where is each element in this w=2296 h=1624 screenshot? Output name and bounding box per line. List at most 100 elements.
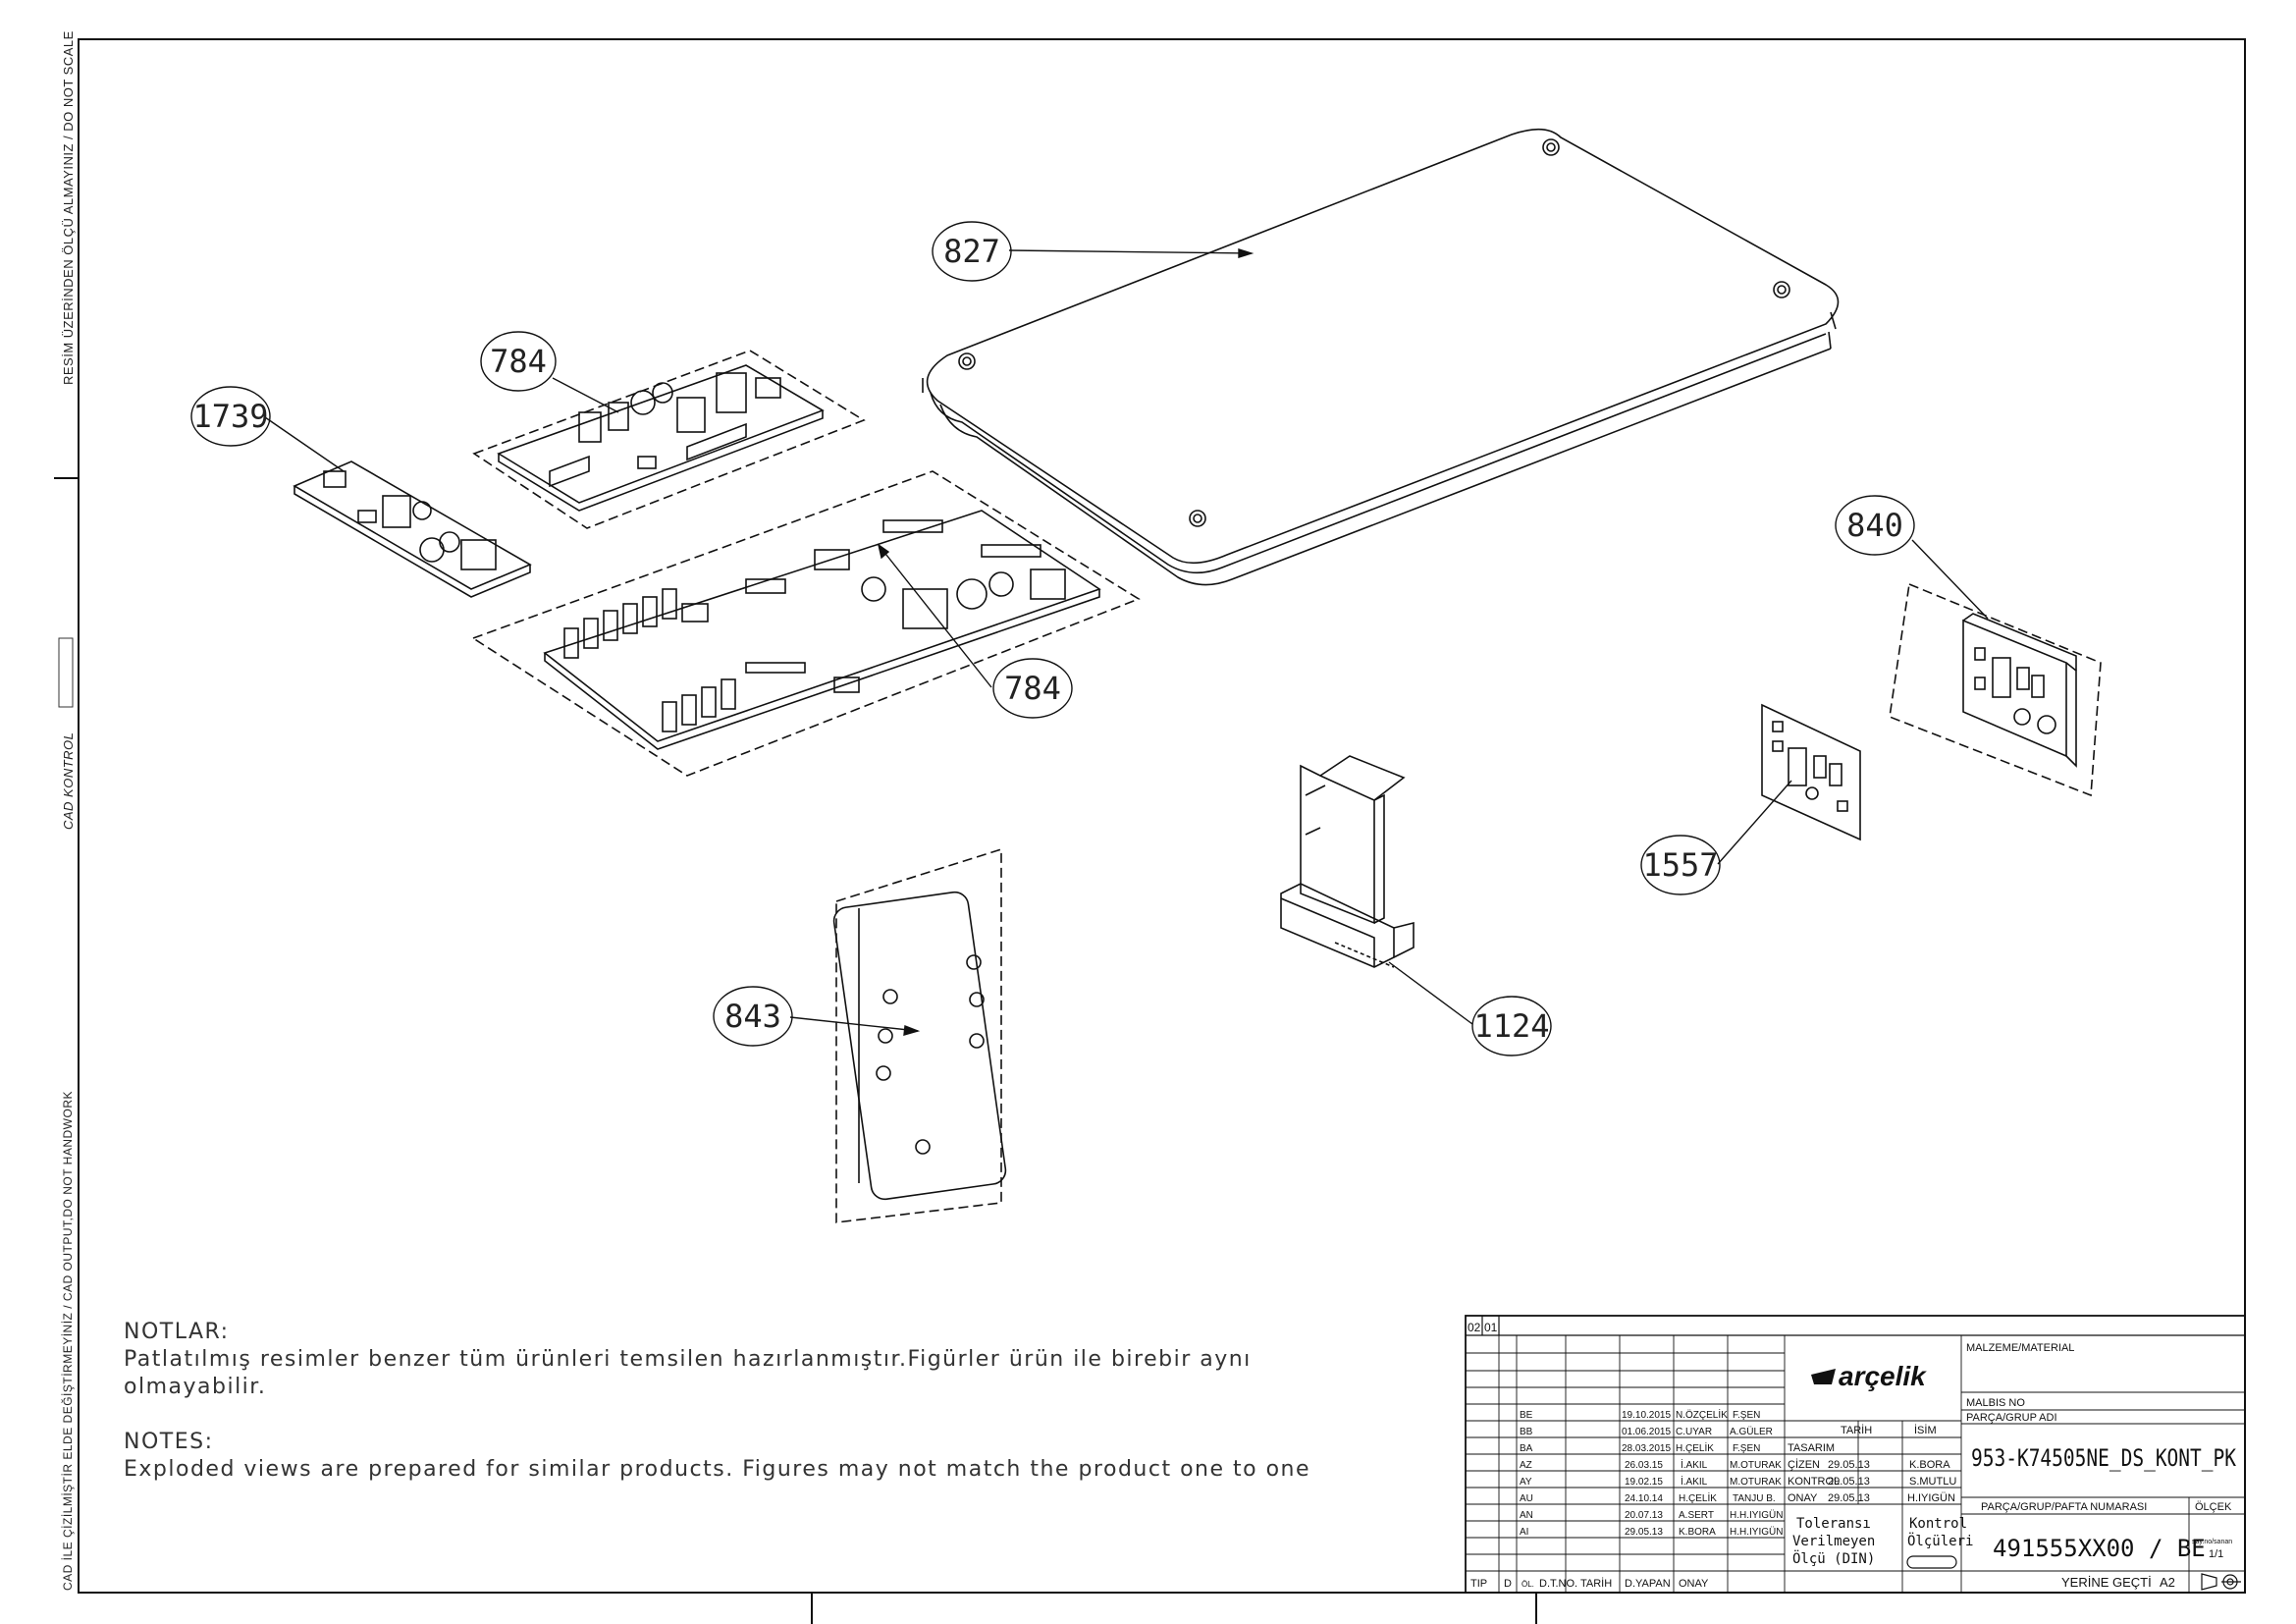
side-note-do-not-scale: RESİM ÜZERİNDEN ÖLÇÜ ALMAYINIZ / DO NOT … (61, 30, 76, 385)
projection-symbol-icon (2201, 1573, 2241, 1591)
rev-approver: H.H.IYIGÜN (1730, 1526, 1783, 1538)
sheet-size: A2 (2160, 1575, 2175, 1590)
rev-by: H.ÇELİK (1676, 1441, 1714, 1454)
footer-label: D.YAPAN (1625, 1578, 1671, 1590)
scale-label: ÖLÇEK (2195, 1501, 2232, 1513)
rev-by: C.UYAR (1676, 1427, 1712, 1437)
tolerance-line: Ölçü (DIN) (1792, 1549, 1875, 1567)
sign-name: S.MUTLU (1909, 1476, 1956, 1488)
footer-label: TIP (1470, 1578, 1487, 1590)
side-note-cad-kontrol: CAD KONTROL (61, 731, 76, 830)
rev-approver: A.GÜLER (1730, 1426, 1773, 1437)
notes-line-en-1: Exploded views are prepared for similar … (124, 1457, 1311, 1482)
sign-name: H.IYIGÜN (1907, 1492, 1955, 1504)
rev-date: 20.07.13 (1625, 1510, 1663, 1521)
footer-label: D (1504, 1578, 1512, 1590)
sign-header-isim: İSİM (1914, 1424, 1937, 1436)
rev-date: 24.10.14 (1625, 1493, 1663, 1504)
rev-code: BA (1520, 1443, 1533, 1454)
part-843-plate (832, 847, 1007, 1223)
side-note-cad-output: CAD İLE ÇİZİLMİŞTİR ELDE DEĞİŞTİRMEYİNİZ… (61, 1091, 75, 1591)
sign-date: 29.05.13 (1828, 1476, 1870, 1488)
footer-label: ÖL. (1522, 1580, 1534, 1589)
tolerance-line: Toleransı (1796, 1516, 1871, 1532)
callout-1124: 1124 (1473, 1007, 1549, 1045)
callout-bubbles (190, 221, 1915, 1056)
callout-1557: 1557 (1642, 846, 1718, 884)
control-line: Kontrol (1909, 1516, 1967, 1532)
rev-approver: H.H.IYIGÜN (1730, 1509, 1783, 1521)
part-840-display-frame (1889, 582, 2102, 797)
yerine-gecti: YERİNE GEÇTİ (2061, 1575, 2152, 1590)
notes-title-tr: NOTLAR: (124, 1320, 230, 1344)
sign-role: ONAY (1788, 1492, 1818, 1504)
rev-code: BE (1520, 1410, 1533, 1421)
rev-code: AU (1520, 1493, 1533, 1504)
rev-by: N.ÖZÇELİK (1676, 1408, 1728, 1421)
notes-block: NOTLAR: Patlatılmış resimler benzer tüm … (124, 1319, 1310, 1484)
rev-approver: M.OTURAK (1730, 1460, 1782, 1471)
sign-date: 29.05.13 (1828, 1492, 1870, 1504)
rev-date: 19.02.15 (1625, 1477, 1663, 1488)
rev-date: 19.10.2015 (1622, 1410, 1671, 1421)
leader-lines (264, 248, 1989, 1036)
sign-header-tarih: TARİH (1841, 1424, 1872, 1436)
tolerance-line: Verilmeyen (1792, 1534, 1875, 1549)
sign-role: KONTROL (1788, 1476, 1840, 1488)
scale-small: say.no/sanan (2192, 1539, 2232, 1545)
rev-approver: TANJU B. (1733, 1493, 1776, 1504)
malbis-label: MALBIS NO (1966, 1397, 2025, 1409)
rev-by: İ.AKIL (1681, 1475, 1708, 1488)
rev-by: İ.AKIL (1681, 1458, 1708, 1471)
sign-name: K.BORA (1909, 1459, 1950, 1471)
sign-role: TASARIM (1788, 1442, 1835, 1454)
rev-by: A.SERT (1679, 1510, 1714, 1521)
part-number: 491555XX00 / BE (1993, 1535, 2206, 1562)
footer-label: TARİH (1580, 1577, 1612, 1590)
rev-date: 01.06.2015 (1622, 1427, 1671, 1437)
sheet-no-left: 02 (1468, 1321, 1481, 1334)
part-group-label: PARÇA/GRUP ADI (1966, 1412, 2057, 1424)
notes-line-tr-1: Patlatılmış resimler benzer tüm ürünleri… (124, 1347, 1252, 1372)
rev-date: 26.03.15 (1625, 1460, 1663, 1471)
rev-by: H.ÇELİK (1679, 1491, 1717, 1504)
sign-date: 29.05.13 (1828, 1459, 1870, 1471)
rev-approver: F.ŞEN (1733, 1443, 1760, 1454)
part-group-name: 953-K74505NE_DS_KONT_PK (1971, 1444, 2236, 1472)
rev-approver: M.OTURAK (1730, 1477, 1782, 1488)
footer-label: D.T.NO. (1539, 1578, 1577, 1590)
rev-by: K.BORA (1679, 1527, 1716, 1538)
cad-kontrol-box (58, 637, 74, 708)
arcelik-logo-icon (1811, 1369, 1836, 1384)
part-number-label: PARÇA/GRUP/PAFTA NUMARASI (1981, 1501, 2147, 1513)
part-784-upper-pcb (472, 350, 866, 529)
callout-843: 843 (724, 998, 781, 1035)
rev-date: 28.03.2015 (1622, 1443, 1671, 1454)
rev-date: 29.05.13 (1625, 1527, 1663, 1538)
notes-title-en: NOTES: (124, 1430, 214, 1454)
scale-value: 1/1 (2209, 1548, 2223, 1560)
rev-code: AZ (1520, 1460, 1532, 1471)
callout-840: 840 (1846, 507, 1903, 544)
drawing-border (78, 38, 2246, 1594)
part-827-cover (922, 128, 1840, 586)
callout-784-upper: 784 (490, 343, 547, 380)
part-784-main-pcb (471, 470, 1141, 777)
rev-approver: F.ŞEN (1733, 1410, 1760, 1421)
callout-827: 827 (943, 233, 1000, 270)
material-label: MALZEME/MATERIAL (1966, 1342, 2074, 1354)
rev-code: AY (1520, 1477, 1532, 1488)
control-line: Ölçüleri (1907, 1532, 1973, 1549)
rev-code: AI (1520, 1527, 1528, 1538)
rev-code: AN (1520, 1510, 1533, 1521)
brand-name: arçelik (1839, 1361, 1927, 1391)
notes-line-tr-2: olmayabilir. (124, 1375, 267, 1399)
title-block (1465, 1315, 2246, 1594)
callout-1739: 1739 (192, 398, 268, 435)
part-1557-label (1761, 703, 1861, 841)
footer-label: ONAY (1679, 1578, 1709, 1590)
sign-role: ÇİZEN (1788, 1458, 1820, 1471)
rev-code: BB (1520, 1427, 1533, 1437)
callout-784-main: 784 (1004, 670, 1061, 707)
